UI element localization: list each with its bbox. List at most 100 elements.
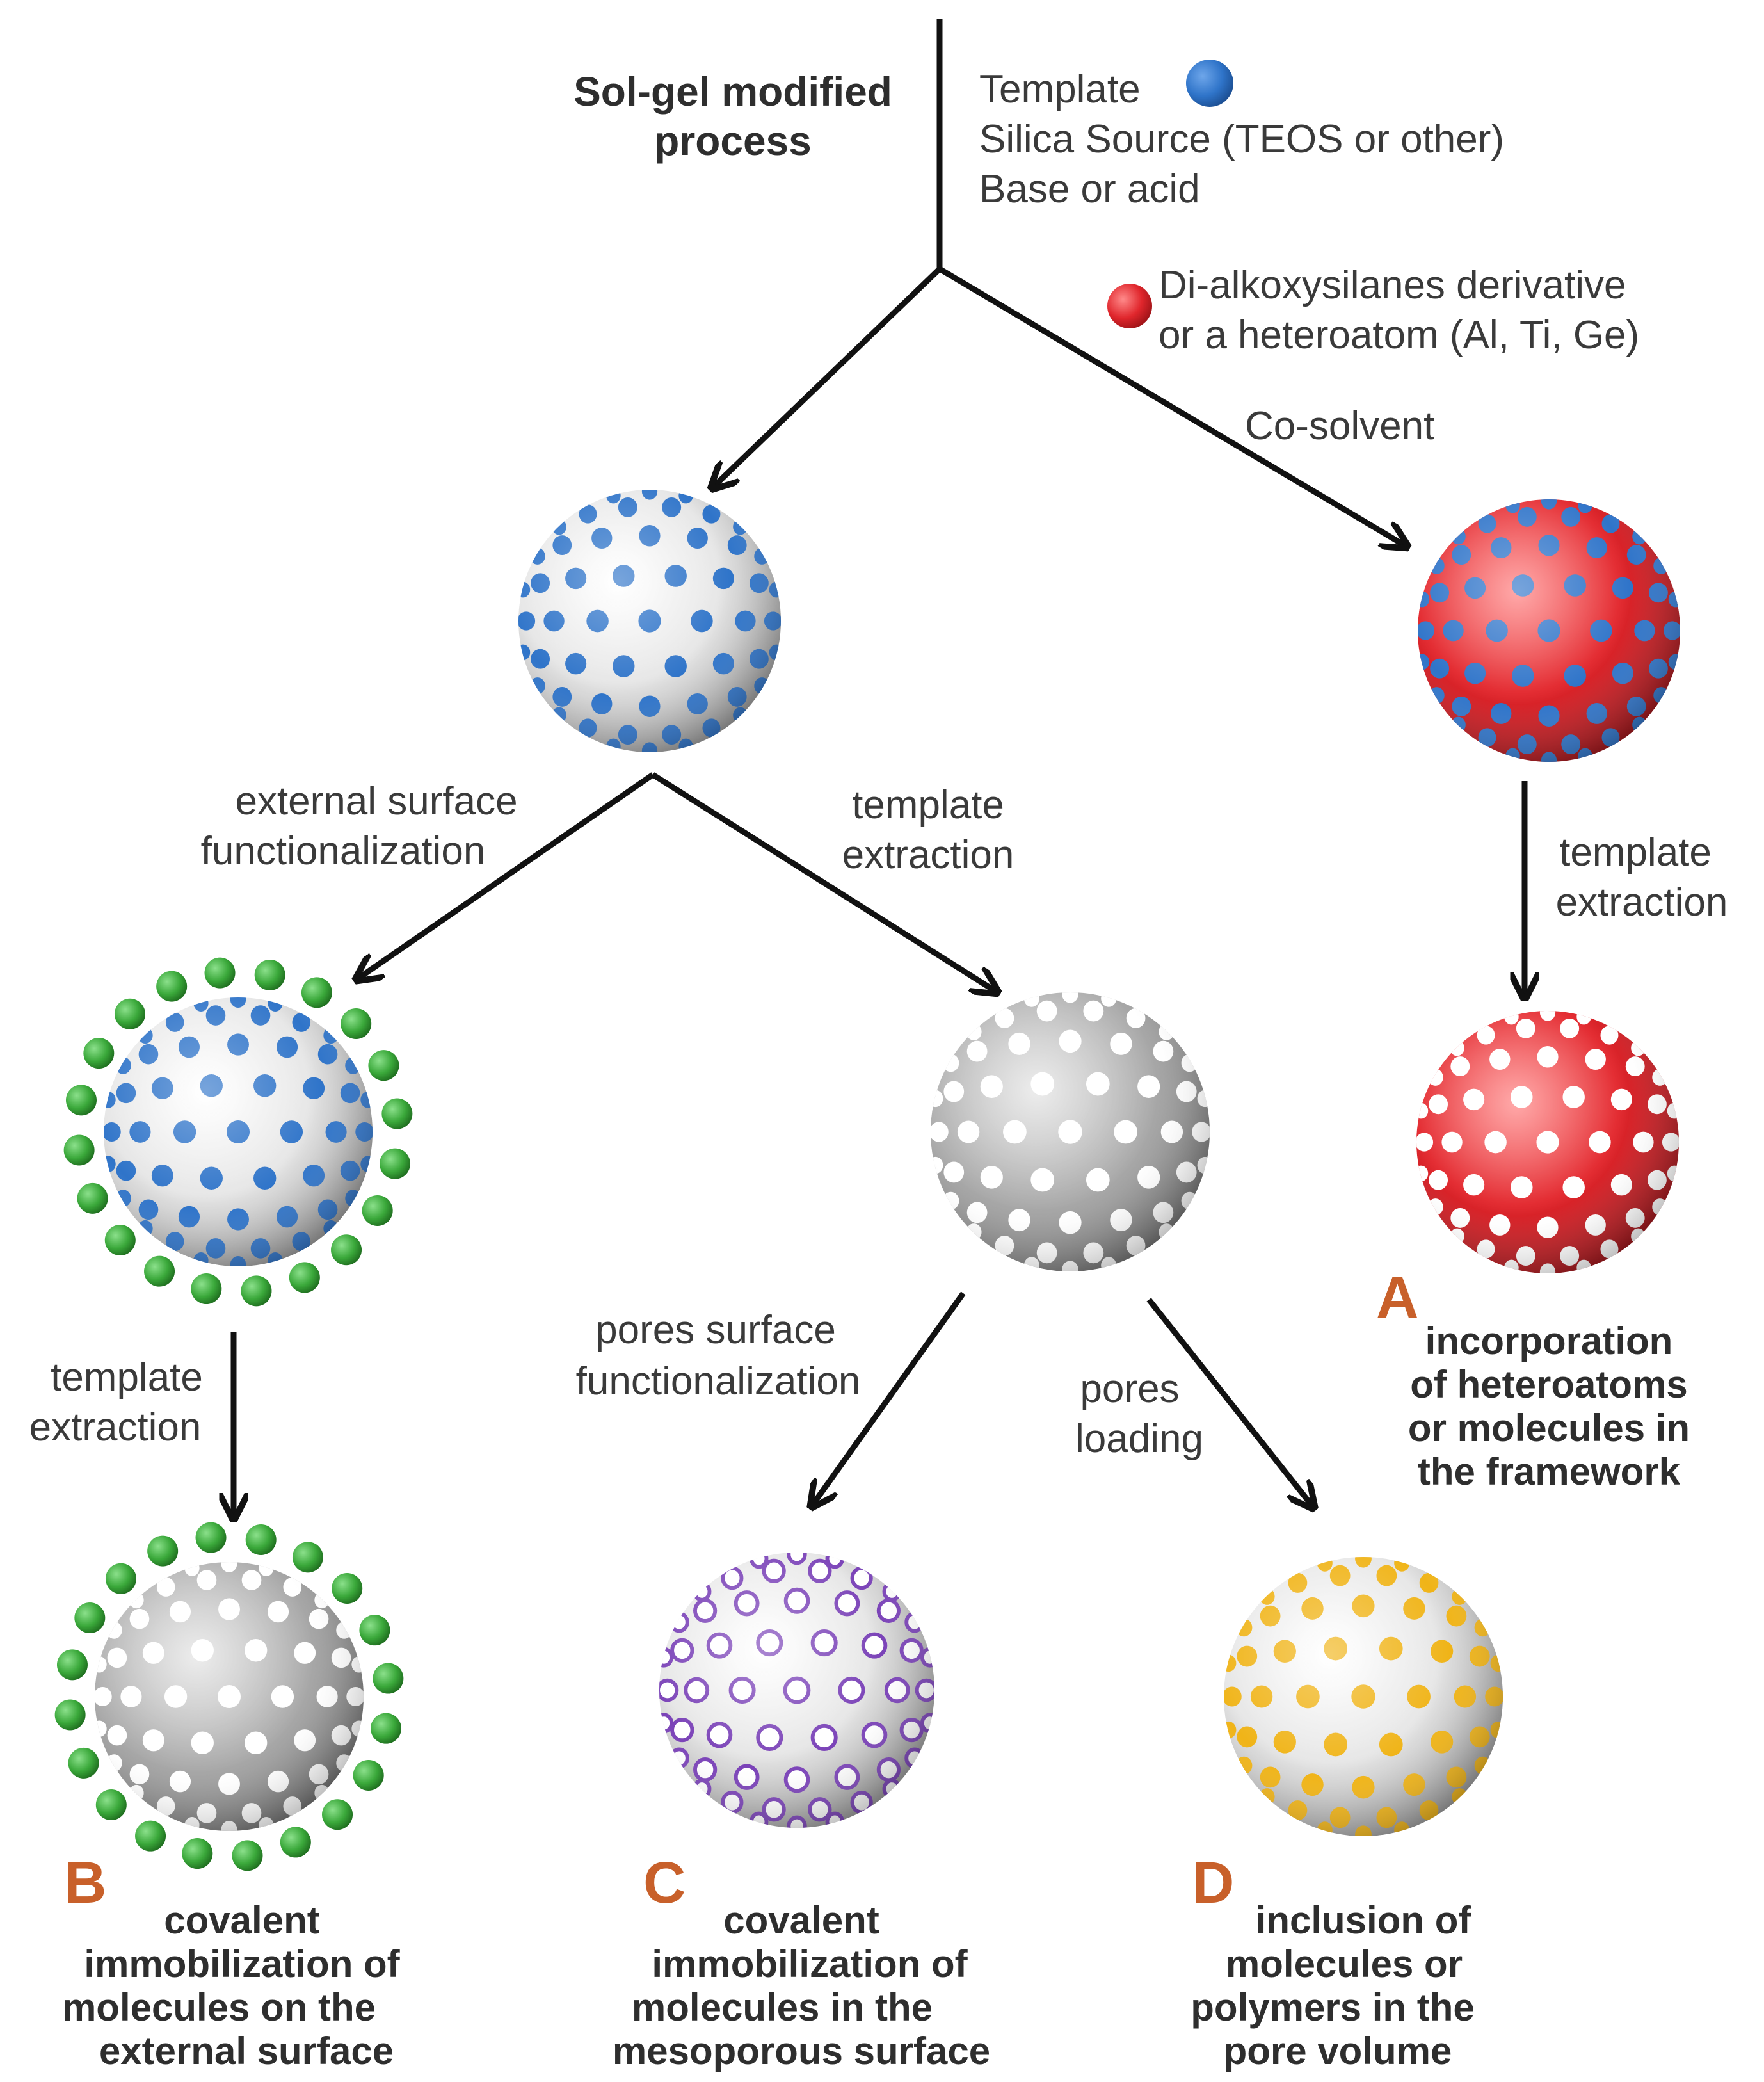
arrow-pores-loading <box>1146 1298 1312 1506</box>
pore-dot <box>579 718 597 738</box>
pore-dot <box>259 1817 274 1831</box>
pore-dot <box>749 573 769 593</box>
pore-dot <box>1485 1686 1503 1707</box>
pore-dot <box>245 1731 268 1754</box>
process-title-line2: process <box>654 118 811 164</box>
pore-dot <box>360 1156 373 1172</box>
pore-dot <box>331 1647 351 1668</box>
pore-dot <box>1578 499 1592 513</box>
pore-dot <box>151 1165 173 1187</box>
pore-dot <box>552 535 572 556</box>
pore-dot <box>1036 1000 1057 1022</box>
outcome-A-line3: or molecules in <box>1408 1407 1690 1449</box>
pore-dot <box>943 1081 965 1102</box>
pore-dot <box>142 1729 164 1752</box>
ligand-dot <box>353 1759 384 1791</box>
pore-dot <box>268 997 283 1012</box>
pore-dot <box>164 1685 188 1708</box>
ligand-dot <box>83 1038 115 1069</box>
pore-dot <box>1023 1257 1039 1271</box>
pore-dot <box>1008 1032 1030 1055</box>
pore-dot <box>1023 992 1039 1007</box>
pore-dot <box>331 1725 351 1746</box>
pore-dot <box>613 655 635 677</box>
pore-dot <box>1259 1788 1275 1805</box>
pore-dot <box>957 1120 980 1143</box>
pore-dot <box>850 1790 873 1814</box>
pore-dot <box>749 649 769 669</box>
pore-dot <box>727 686 747 707</box>
ligand-dot <box>63 1134 95 1166</box>
pore-dot <box>104 1122 121 1142</box>
dopant-line1: Di-alkoxysilanes derivative <box>1159 263 1626 307</box>
pore-dot <box>1667 1165 1679 1182</box>
pore-dot <box>980 1075 1003 1098</box>
pore-dot <box>1250 1685 1273 1708</box>
sphere-A-framework-incorporation <box>1416 1011 1679 1273</box>
pore-dot <box>1355 1557 1372 1568</box>
ligand-dot <box>105 1563 136 1594</box>
pore-dot <box>565 652 587 675</box>
pore-dot <box>769 581 781 598</box>
pore-dot <box>1511 1086 1533 1108</box>
pore-dot <box>268 1252 283 1266</box>
pore-dot <box>1653 557 1669 574</box>
pore-dot <box>253 1166 277 1190</box>
pore-dot <box>1589 1131 1611 1154</box>
pore-dot <box>276 1036 298 1058</box>
pore-dot <box>138 1199 159 1220</box>
outcome-C-line3: molecules in the <box>632 1986 933 2029</box>
pore-dot <box>1626 545 1646 565</box>
pore-dot <box>1647 1094 1667 1115</box>
pore-dot <box>200 1166 223 1190</box>
pore-dot <box>876 1598 901 1623</box>
pore-dot <box>1430 583 1450 603</box>
pore-dot <box>346 1687 364 1706</box>
pore-dot <box>1561 506 1581 527</box>
ligand-dot <box>104 1225 136 1256</box>
pore-dot <box>639 525 661 547</box>
pore-dot <box>1427 1069 1443 1086</box>
pore-dot <box>1586 537 1607 559</box>
pore-dot <box>1505 499 1520 513</box>
pore-dot <box>942 1054 959 1072</box>
pore-dot <box>1159 1023 1175 1040</box>
input-silica-source: Silica Source (TEOS or other) <box>979 117 1504 161</box>
pore-dot <box>1317 1557 1333 1572</box>
pore-dot <box>1083 1000 1104 1022</box>
pore-dot <box>586 609 609 633</box>
pore-dot <box>1407 1684 1431 1709</box>
pore-dot <box>1126 1008 1146 1028</box>
pore-dot <box>1478 728 1496 747</box>
pore-dot <box>756 1629 783 1657</box>
pore-dot <box>1647 1170 1667 1190</box>
pore-dot <box>1101 1257 1117 1271</box>
template-sphere <box>518 490 781 752</box>
ligand-dot <box>301 977 332 1008</box>
pore-dot <box>1176 1161 1197 1183</box>
ligand-dot <box>232 1840 263 1871</box>
pore-dot <box>360 1092 373 1108</box>
pore-dot <box>241 1570 262 1590</box>
pore-dot <box>834 1764 860 1790</box>
pore-dot <box>1474 1756 1491 1775</box>
pore-dot <box>1430 658 1450 679</box>
pore-dot <box>838 1676 865 1704</box>
pore-dot <box>943 1161 965 1183</box>
pore-dot <box>687 528 708 549</box>
pore-dot <box>1273 1731 1296 1754</box>
pore-dot <box>1633 1131 1654 1153</box>
heteroatom-legend-dot <box>1107 284 1152 328</box>
ligand-dot <box>359 1615 390 1646</box>
ligand-dot <box>381 1098 413 1129</box>
ligand-dot <box>289 1262 320 1293</box>
pore-dot <box>1376 1565 1397 1586</box>
ligand-dot <box>114 998 145 1029</box>
pore-dot <box>1491 537 1512 559</box>
pore-dot <box>1561 734 1581 755</box>
pores-loading-line1: pores <box>1080 1367 1179 1411</box>
outcome-A-line4: the framework <box>1418 1450 1681 1493</box>
pore-dot <box>1324 1636 1348 1661</box>
pore-dot <box>1062 1261 1078 1271</box>
dopant-line2: or a heteroatom (Al, Ti, Ge) <box>1159 313 1639 357</box>
